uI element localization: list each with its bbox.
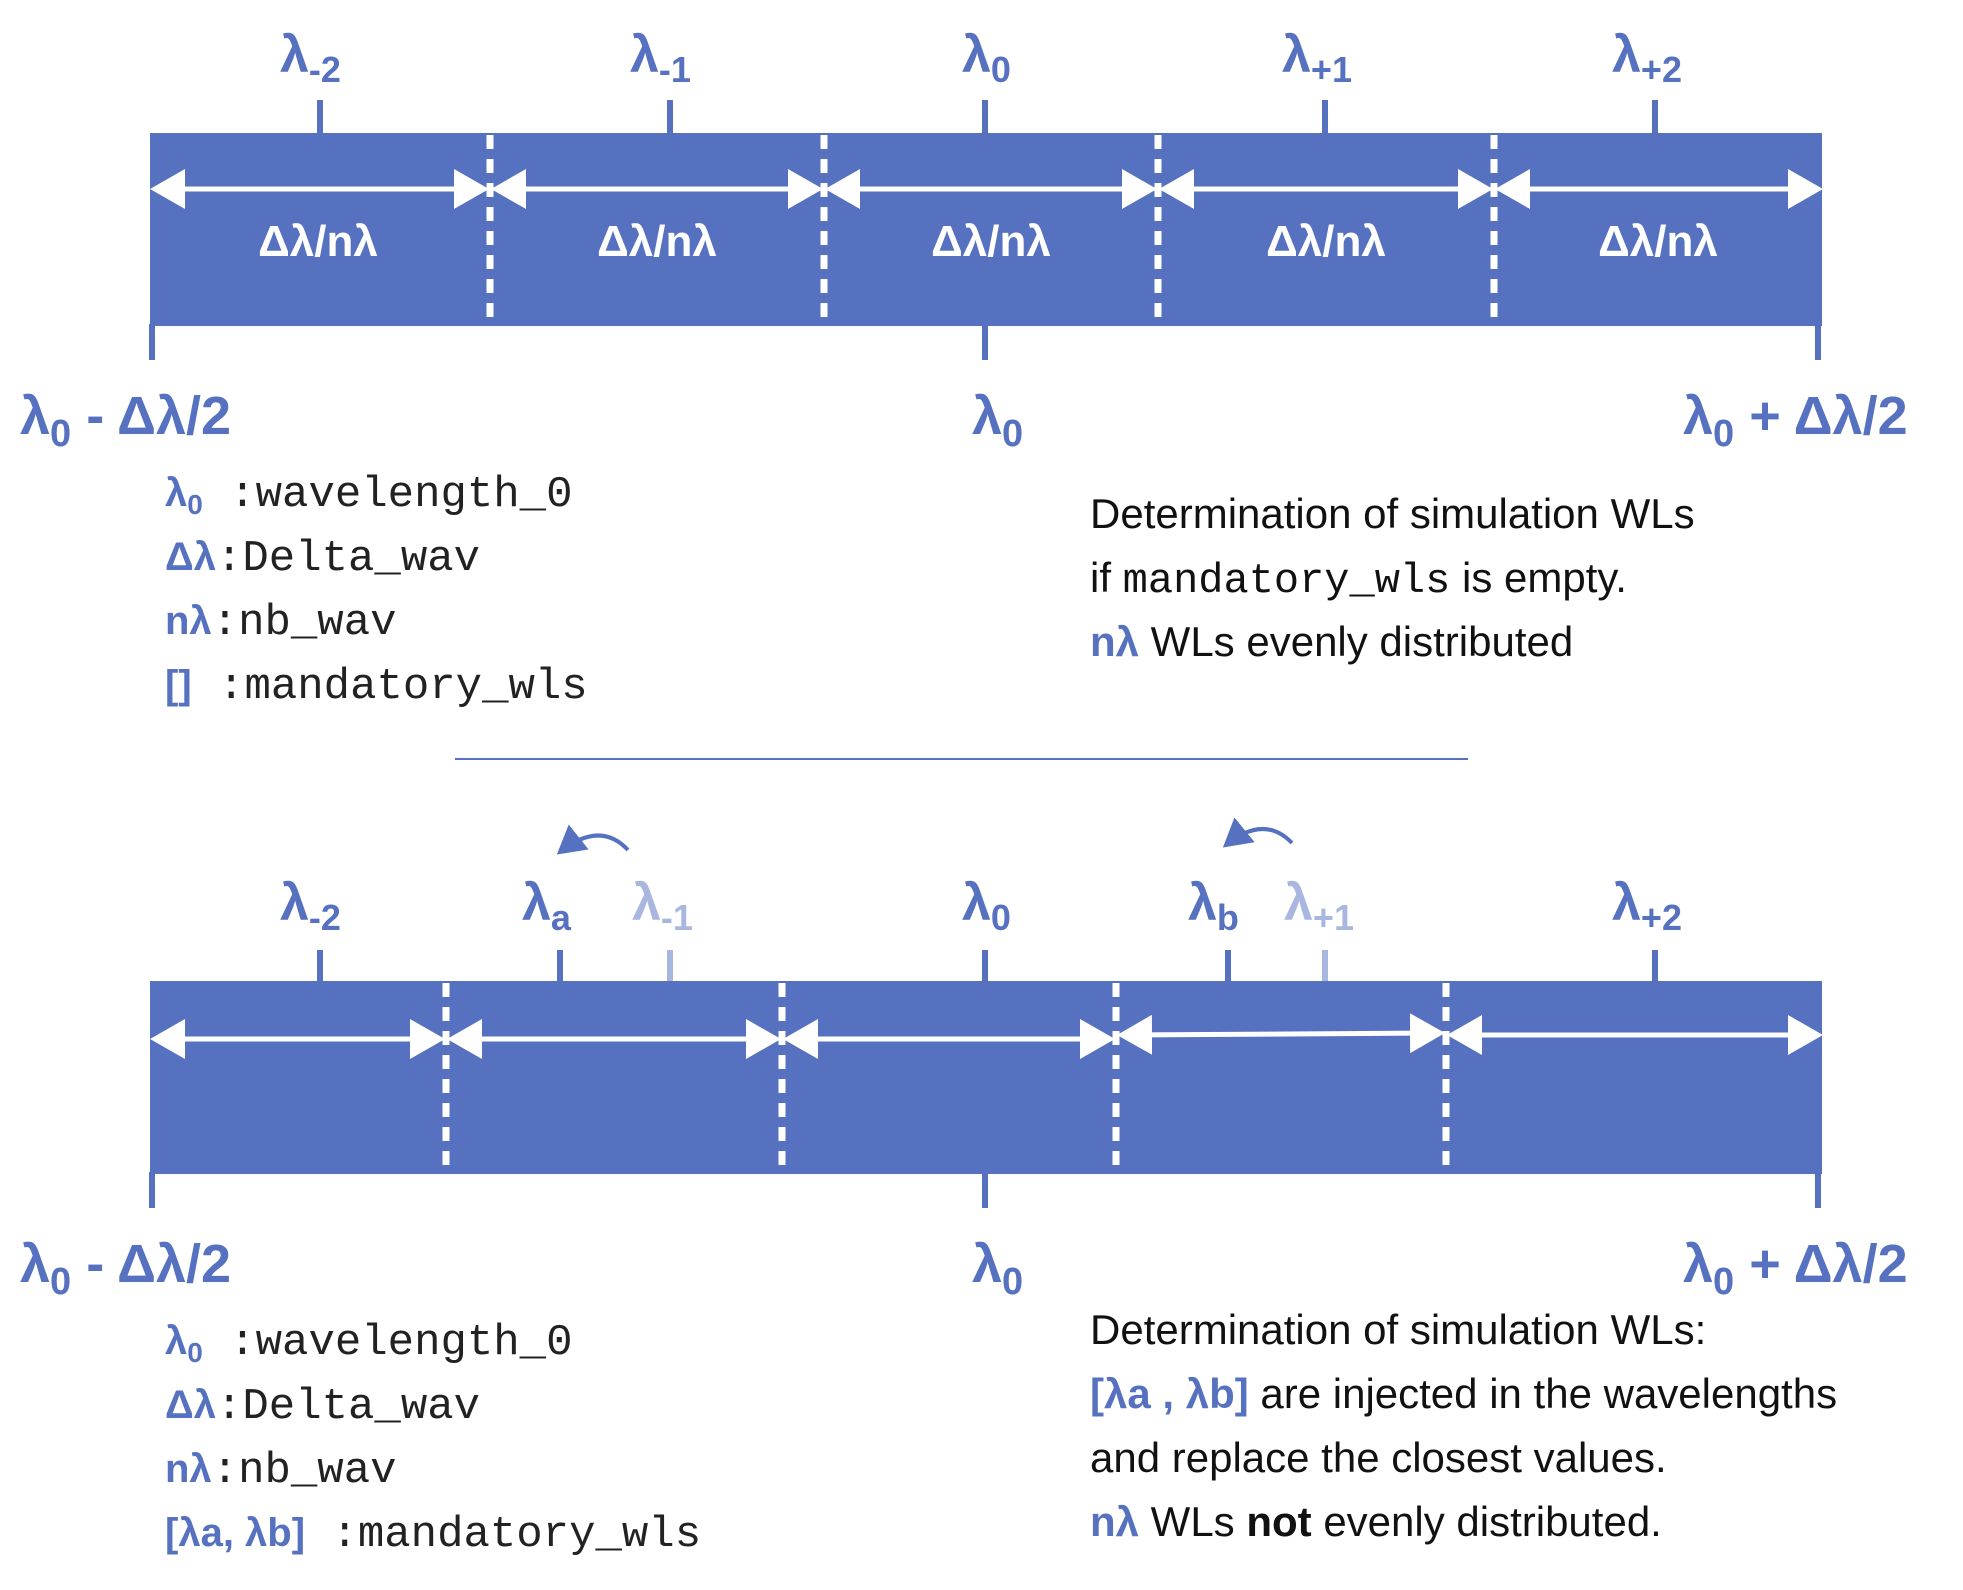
bottom-arrows — [150, 1013, 1823, 1059]
bottom-tick-label-0: λ0 — [962, 874, 1011, 938]
top-tick-label-m2: λ-2 — [280, 26, 341, 90]
top-legend: λ0 :wavelength_0 Δλ:Delta_wav nλ:nb_wav … — [165, 470, 588, 712]
bottom-note-line-1: Determination of simulation WLs: — [1090, 1306, 1706, 1353]
top-segment-label-3: Δλ/nλ — [931, 217, 1051, 266]
bottom-tick-label-p1-faint: λ+1 — [1284, 874, 1354, 938]
top-left-end-label: λ0 - Δλ/2 — [20, 386, 231, 455]
top-note-line-2: if mandatory_wls is empty. — [1090, 554, 1627, 605]
top-note-line-3: nλ WLs evenly distributed — [1090, 618, 1573, 665]
bottom-tick-label-m1-faint: λ-1 — [632, 874, 693, 938]
bottom-tick-label-m2: λ-2 — [280, 874, 341, 938]
bottom-tick-label-a: λa — [522, 874, 572, 938]
top-segment-label-2: Δλ/nλ — [597, 217, 717, 266]
top-tick-label-p1: λ+1 — [1282, 26, 1352, 90]
bottom-center-end-label: λ0 — [972, 1234, 1023, 1303]
bottom-diagram: λ-2 λa λ-1 λ0 λb λ+1 λ+2 — [20, 817, 1908, 1560]
top-legend-row-1: λ0 :wavelength_0 — [165, 470, 573, 520]
top-segment-label-5: Δλ/nλ — [1598, 217, 1718, 266]
bottom-legend-row-4: [λa, λb] :mandatory_wls — [165, 1510, 701, 1560]
move-arrow-a-icon — [556, 824, 630, 855]
bottom-legend-row-1: λ0 :wavelength_0 — [165, 1318, 573, 1368]
bottom-tick-label-b: λb — [1188, 874, 1239, 938]
top-tick-label-p2: λ+2 — [1612, 26, 1682, 90]
bottom-note-line-3: and replace the closest values. — [1090, 1434, 1667, 1481]
bottom-note-line-4: nλ WLs not evenly distributed. — [1090, 1498, 1662, 1545]
move-arrow-b-icon — [1222, 817, 1294, 848]
bottom-right-end-label: λ0 + Δλ/2 — [1683, 1234, 1908, 1303]
top-upper-ticks — [317, 100, 1658, 135]
top-lower-ticks — [149, 324, 1821, 360]
bottom-upper-ticks — [317, 950, 1658, 983]
top-legend-row-4: [] :mandatory_wls — [165, 662, 588, 712]
top-legend-row-2: Δλ:Delta_wav — [165, 534, 480, 584]
bottom-separators — [442, 983, 1450, 1170]
top-segment-label-1: Δλ/nλ — [258, 217, 378, 266]
top-legend-row-3: nλ:nb_wav — [165, 598, 397, 648]
bottom-note: Determination of simulation WLs: [λa , λ… — [1090, 1306, 1837, 1545]
top-right-end-label: λ0 + Δλ/2 — [1683, 386, 1908, 455]
top-center-end-label: λ0 — [972, 386, 1023, 455]
top-diagram: λ-2 λ-1 λ0 λ+1 λ+2 — [20, 26, 1908, 712]
top-note-line-1: Determination of simulation WLs — [1090, 490, 1695, 537]
top-separators — [486, 135, 1498, 322]
bottom-legend-row-3: nλ:nb_wav — [165, 1446, 397, 1496]
top-note: Determination of simulation WLs if manda… — [1090, 490, 1695, 665]
top-tick-label-m1: λ-1 — [630, 26, 691, 90]
bottom-tick-label-p2: λ+2 — [1612, 874, 1682, 938]
bottom-legend-row-2: Δλ:Delta_wav — [165, 1382, 480, 1432]
bottom-lower-ticks — [149, 1172, 1821, 1208]
bottom-legend: λ0 :wavelength_0 Δλ:Delta_wav nλ:nb_wav … — [165, 1318, 701, 1560]
bottom-bar — [150, 981, 1822, 1174]
top-bar — [150, 133, 1822, 326]
top-segment-label-4: Δλ/nλ — [1266, 217, 1386, 266]
bottom-note-line-2: [λa , λb] are injected in the wavelength… — [1090, 1370, 1837, 1417]
bottom-left-end-label: λ0 - Δλ/2 — [20, 1234, 231, 1303]
top-tick-label-0: λ0 — [962, 26, 1011, 90]
